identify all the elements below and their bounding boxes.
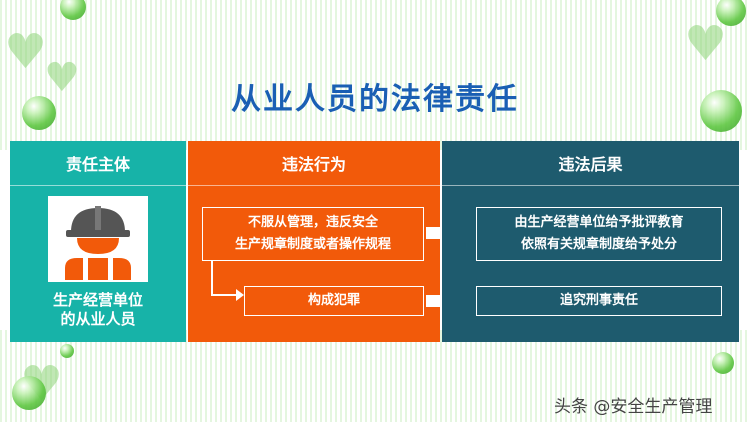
violation-box: 不服从管理，违反安全 生产规章制度或者操作规程 [202, 207, 424, 261]
behavior-header: 违法行为 [188, 141, 440, 186]
bubble-decoration [700, 90, 742, 132]
subject-header: 责任主体 [10, 141, 186, 186]
heart-decoration-icon: ♥ [44, 55, 80, 101]
bubble-decoration [712, 352, 734, 374]
subject-line-2: 的从业人员 [60, 310, 136, 328]
crime-box: 构成犯罪 [244, 286, 424, 316]
criminal-liability-label: 追究刑事责任 [559, 293, 638, 308]
page-title: 从业人员的法律责任 [231, 82, 519, 117]
connector-arrow-icon [211, 261, 244, 301]
bubble-decoration [22, 96, 56, 130]
violation-line-2: 生产规章制度或者操作规程 [234, 237, 391, 252]
bubble-decoration [716, 0, 746, 26]
bubble-decoration [12, 376, 46, 410]
criminal-liability-box: 追究刑事责任 [476, 286, 722, 316]
legal-responsibility-table: 责任主体 生产经营单位 的从业人员 违法行为 不服从管理，违反安全 [10, 141, 739, 342]
admin-line-2: 依照有关规章制度给予处分 [520, 237, 677, 252]
consequence-column: 违法后果 由生产经营单位给予批评教育 依照有关规章制度给予处分 追究刑事责任 [442, 141, 739, 342]
worker-with-helmet-icon [48, 196, 148, 282]
source-watermark: 头条 @安全生产管理 [554, 397, 713, 417]
subject-column: 责任主体 生产经营单位 的从业人员 [10, 141, 186, 342]
heart-decoration-icon: ♥ [684, 16, 728, 72]
violation-line-1: 不服从管理，违反安全 [247, 215, 378, 230]
crime-label: 构成犯罪 [307, 293, 360, 308]
background-stripes-bottom [0, 330, 750, 422]
behavior-column: 违法行为 不服从管理，违反安全 生产规章制度或者操作规程 构成犯罪 [188, 141, 440, 342]
consequence-header: 违法后果 [442, 141, 739, 186]
bubble-decoration [60, 0, 86, 20]
administrative-penalty-box: 由生产经营单位给予批评教育 依照有关规章制度给予处分 [476, 207, 722, 261]
heart-decoration-icon: ♥ [4, 24, 48, 80]
admin-line-1: 由生产经营单位给予批评教育 [514, 215, 684, 230]
background-stripes-top [0, 0, 750, 150]
bubble-decoration [60, 344, 74, 358]
subject-line-1: 生产经营单位 [52, 291, 143, 309]
subject-label: 生产经营单位 的从业人员 [10, 291, 186, 329]
